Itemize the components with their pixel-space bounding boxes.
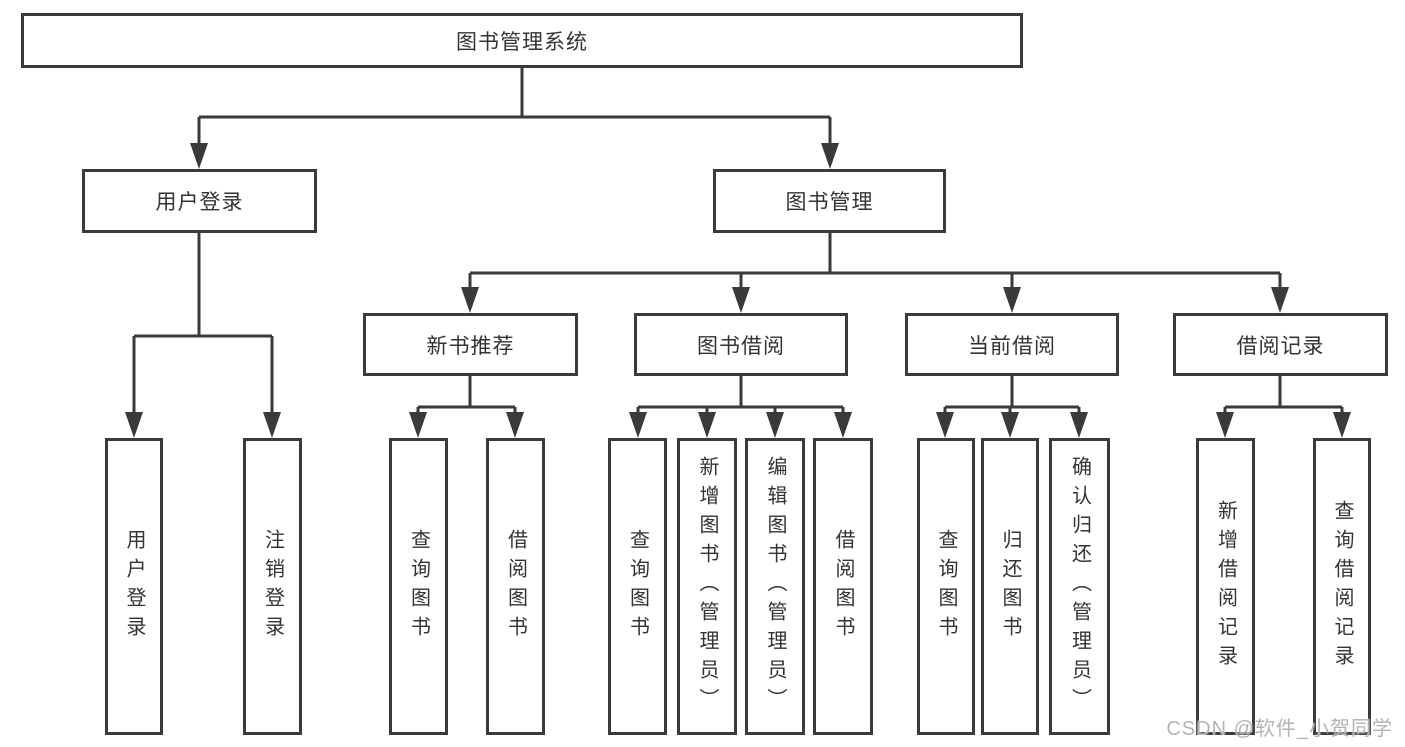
leaf-records-query-record: 查询借阅记录 [1313, 438, 1371, 735]
leaf-borrowing-edit-book-admin: 编辑图书（管理员） [745, 438, 805, 735]
leaf-logout: 注销登录 [243, 438, 302, 735]
arrowheads [125, 143, 1351, 438]
leaf-newbook-query-book: 查询图书 [389, 438, 448, 735]
leaf-borrowing-borrow-book: 借阅图书 [813, 438, 873, 735]
node-new-book-recommend: 新书推荐 [363, 313, 578, 376]
leaf-user-login: 用户登录 [105, 438, 163, 735]
node-root: 图书管理系统 [21, 13, 1023, 68]
node-book-management: 图书管理 [713, 169, 946, 233]
node-borrow-records: 借阅记录 [1173, 313, 1388, 376]
leaf-borrowing-add-book-admin: 新增图书（管理员） [677, 438, 737, 735]
node-user-login: 用户登录 [82, 169, 317, 233]
node-current-borrowing: 当前借阅 [905, 313, 1119, 376]
leaf-records-add-record: 新增借阅记录 [1196, 438, 1255, 735]
leaf-current-confirm-return-admin: 确认归还（管理员） [1049, 438, 1110, 735]
leaf-current-query-book: 查询图书 [917, 438, 975, 735]
node-book-borrowing: 图书借阅 [634, 313, 848, 376]
leaf-newbook-borrow-book: 借阅图书 [486, 438, 545, 735]
leaf-borrowing-query-book: 查询图书 [608, 438, 667, 735]
csdn-watermark: CSDN @软件_小贺同学 [1166, 718, 1393, 740]
leaf-current-return-book: 归还图书 [981, 438, 1039, 735]
